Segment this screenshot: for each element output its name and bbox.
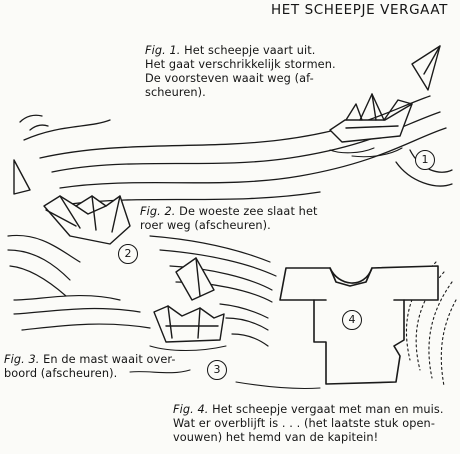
caption-fig-3: Fig. 3. En de mast waait over- boord (af… (4, 353, 176, 381)
figure-number-4: 4 (342, 310, 362, 330)
figure-number-1: 1 (415, 150, 435, 170)
caption-4-line-2: Wat er overblijft is . . . (het laatste … (173, 417, 435, 430)
caption-3-line-1: En de mast waait over- (43, 353, 176, 366)
figure-number-3: 3 (207, 360, 227, 380)
caption-1-line-2: Het gaat verschrikkelijk stormen. (145, 58, 336, 71)
torn-piece-left (13, 159, 31, 195)
fig-label-3: Fig. 3. (4, 353, 40, 366)
caption-fig-2: Fig. 2. De woeste zee slaat het roer weg… (140, 205, 318, 233)
caption-3-line-2: boord (afscheuren). (4, 367, 118, 380)
caption-fig-1: Fig. 1. Het scheepje vaart uit. Het gaat… (145, 44, 336, 100)
fig-label-2: Fig. 2. (140, 205, 176, 218)
fig-label-4: Fig. 4. (173, 403, 209, 416)
boat-2 (43, 195, 131, 245)
fig-label-1: Fig. 1. (145, 44, 181, 57)
caption-1-line-4: scheuren). (145, 86, 206, 99)
caption-fig-4: Fig. 4. Het scheepje vergaat met man en … (173, 403, 444, 445)
storm-waves-bottom (129, 369, 321, 390)
storm-waves-middle (7, 234, 277, 347)
boat-3 (149, 257, 227, 351)
page-title: HET SCHEEPJE VERGAAT (270, 2, 448, 18)
caption-2-line-1: De woeste zee slaat het (179, 205, 318, 218)
figure-number-2: 2 (118, 244, 138, 264)
caption-1-line-3: De voorsteven waait weg (af- (145, 72, 314, 85)
caption-1-line-1: Het scheepje vaart uit. (184, 44, 316, 57)
boat-1 (329, 45, 441, 158)
caption-4-line-1: Het scheepje vergaat met man en muis. (212, 403, 444, 416)
storm-waves-top (19, 95, 453, 205)
caption-4-line-3: vouwen) het hemd van de kapitein! (173, 431, 379, 444)
caption-2-line-2: roer weg (afscheuren). (140, 219, 271, 232)
